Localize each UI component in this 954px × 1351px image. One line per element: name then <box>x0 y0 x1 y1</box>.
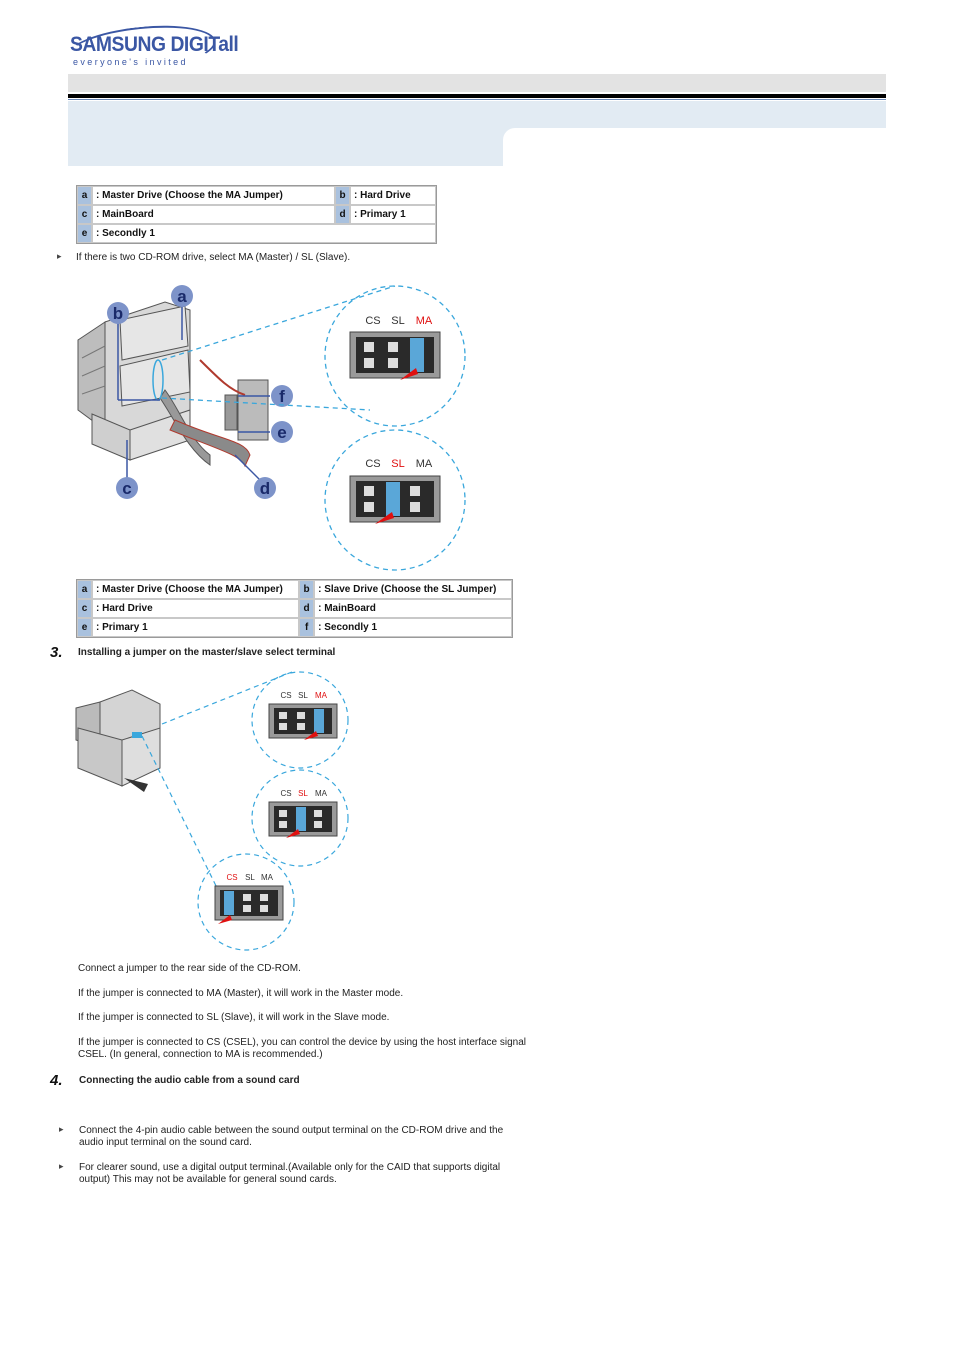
step3-paragraph: If the jumper is connected to SL (Slave)… <box>78 1012 390 1023</box>
legend-label: : Primary 1 <box>92 618 300 637</box>
callout-c: c <box>122 479 131 498</box>
jumper-label-sl: SL <box>298 789 308 798</box>
jumper-detail-sl: CS SL MA <box>349 458 441 524</box>
brand-tagline: everyone's invited <box>73 57 188 67</box>
bullet-text: For clearer sound, use a digital output … <box>79 1162 501 1173</box>
jumper-label-ma: MA <box>315 691 328 700</box>
table-row: a : Master Drive (Choose the MA Jumper) … <box>77 186 436 205</box>
step-number: 3. <box>50 644 63 661</box>
bullet-arrow-icon: ▸ <box>59 1125 64 1135</box>
legend-key: b <box>299 580 315 599</box>
legend-key: f <box>299 618 315 637</box>
legend-table-1: a : Master Drive (Choose the MA Jumper) … <box>76 185 437 244</box>
callout-d: d <box>260 479 270 498</box>
jumper-detail-sl: CS SL MA <box>268 789 338 838</box>
jumper-detail-cs: CS SL MA <box>214 873 284 924</box>
callout-f: f <box>279 387 285 406</box>
zoom-lines <box>141 671 349 951</box>
step3-paragraph: If the jumper is connected to MA (Master… <box>78 988 404 999</box>
bullet-arrow-icon: ▸ <box>57 252 62 262</box>
legend-key: e <box>77 224 92 243</box>
jumper-label-sl: SL <box>245 873 255 882</box>
step-title: Installing a jumper on the master/slave … <box>78 647 336 658</box>
note-text: If there is two CD-ROM drive, select MA … <box>76 252 351 263</box>
legend-key: d <box>299 599 315 618</box>
jumper-label-ma: MA <box>416 315 433 327</box>
legend-label: : Hard Drive <box>350 186 436 205</box>
jumper-label-ma: MA <box>261 873 274 882</box>
legend-key: c <box>77 599 92 618</box>
bullet-text: audio input terminal on the sound card. <box>79 1137 252 1148</box>
callout-a: a <box>177 287 187 306</box>
legend-table-2: a : Master Drive (Choose the MA Jumper) … <box>76 579 513 638</box>
table-row: a : Master Drive (Choose the MA Jumper) … <box>77 580 512 599</box>
jumper-figure: CS SL MA CS SL MA CS SL MA <box>75 671 349 951</box>
bullet-text: Connect the 4-pin audio cable between th… <box>79 1125 504 1136</box>
installation-figure: a b c d e f CS SL MA CS SL MA <box>77 285 466 571</box>
jumper-label-sl: SL <box>391 458 404 470</box>
legend-key: c <box>77 205 92 224</box>
jumper-label-cs: CS <box>365 458 380 470</box>
legend-label: : MainBoard <box>314 599 512 618</box>
header-subrule <box>68 99 886 100</box>
legend-label: : Master Drive (Choose the MA Jumper) <box>92 580 300 599</box>
table-row: c : Hard Drive d : MainBoard <box>77 599 512 618</box>
jumper-detail-ma: CS SL MA <box>349 315 441 380</box>
jumper-label-cs: CS <box>226 873 237 882</box>
step3-paragraph: Connect a jumper to the rear side of the… <box>78 963 301 974</box>
legend-label: : Primary 1 <box>350 205 436 224</box>
jumper-label-sl: SL <box>391 315 404 327</box>
header-rule <box>68 94 886 98</box>
banner-notch <box>503 128 887 168</box>
table-row: e : Primary 1 f : Secondly 1 <box>77 618 512 637</box>
step-number: 4. <box>50 1072 63 1089</box>
brand-logo: SAMSUNG DIGITall <box>70 33 239 56</box>
bullet-arrow-icon: ▸ <box>59 1162 64 1172</box>
zoom-lines <box>161 285 466 571</box>
legend-label: : Slave Drive (Choose the SL Jumper) <box>314 580 512 599</box>
legend-label: : Secondly 1 <box>92 224 436 243</box>
legend-key: b <box>335 186 350 205</box>
bullet-text: output) This may not be available for ge… <box>79 1174 337 1185</box>
step3-paragraph: CSEL. (In general, connection to MA is r… <box>78 1049 323 1060</box>
step-title: Connecting the audio cable from a sound … <box>79 1075 300 1086</box>
legend-key: a <box>77 186 92 205</box>
jumper-label-sl: SL <box>298 691 308 700</box>
jumper-label-cs: CS <box>280 789 291 798</box>
jumper-detail-ma: CS SL MA <box>268 691 338 740</box>
legend-label: : Master Drive (Choose the MA Jumper) <box>92 186 335 205</box>
legend-key: a <box>77 580 92 599</box>
legend-key: d <box>335 205 350 224</box>
callout-e: e <box>277 423 286 442</box>
cdrom-drive-stack <box>77 301 269 468</box>
table-row: c : MainBoard d : Primary 1 <box>77 205 436 224</box>
legend-label: : Secondly 1 <box>314 618 512 637</box>
jumper-label-ma: MA <box>416 458 433 470</box>
legend-label: : MainBoard <box>92 205 335 224</box>
header-bar <box>68 74 886 92</box>
callout-b: b <box>113 304 123 323</box>
legend-key: e <box>77 618 92 637</box>
jumper-label-ma: MA <box>315 789 328 798</box>
cdrom-drive <box>75 689 161 792</box>
jumper-label-cs: CS <box>365 315 380 327</box>
callout-badges: a b c d e f <box>107 285 293 499</box>
legend-label: : Hard Drive <box>92 599 300 618</box>
table-row: e : Secondly 1 <box>77 224 436 243</box>
step3-paragraph: If the jumper is connected to CS (CSEL),… <box>78 1037 527 1048</box>
jumper-label-cs: CS <box>280 691 291 700</box>
